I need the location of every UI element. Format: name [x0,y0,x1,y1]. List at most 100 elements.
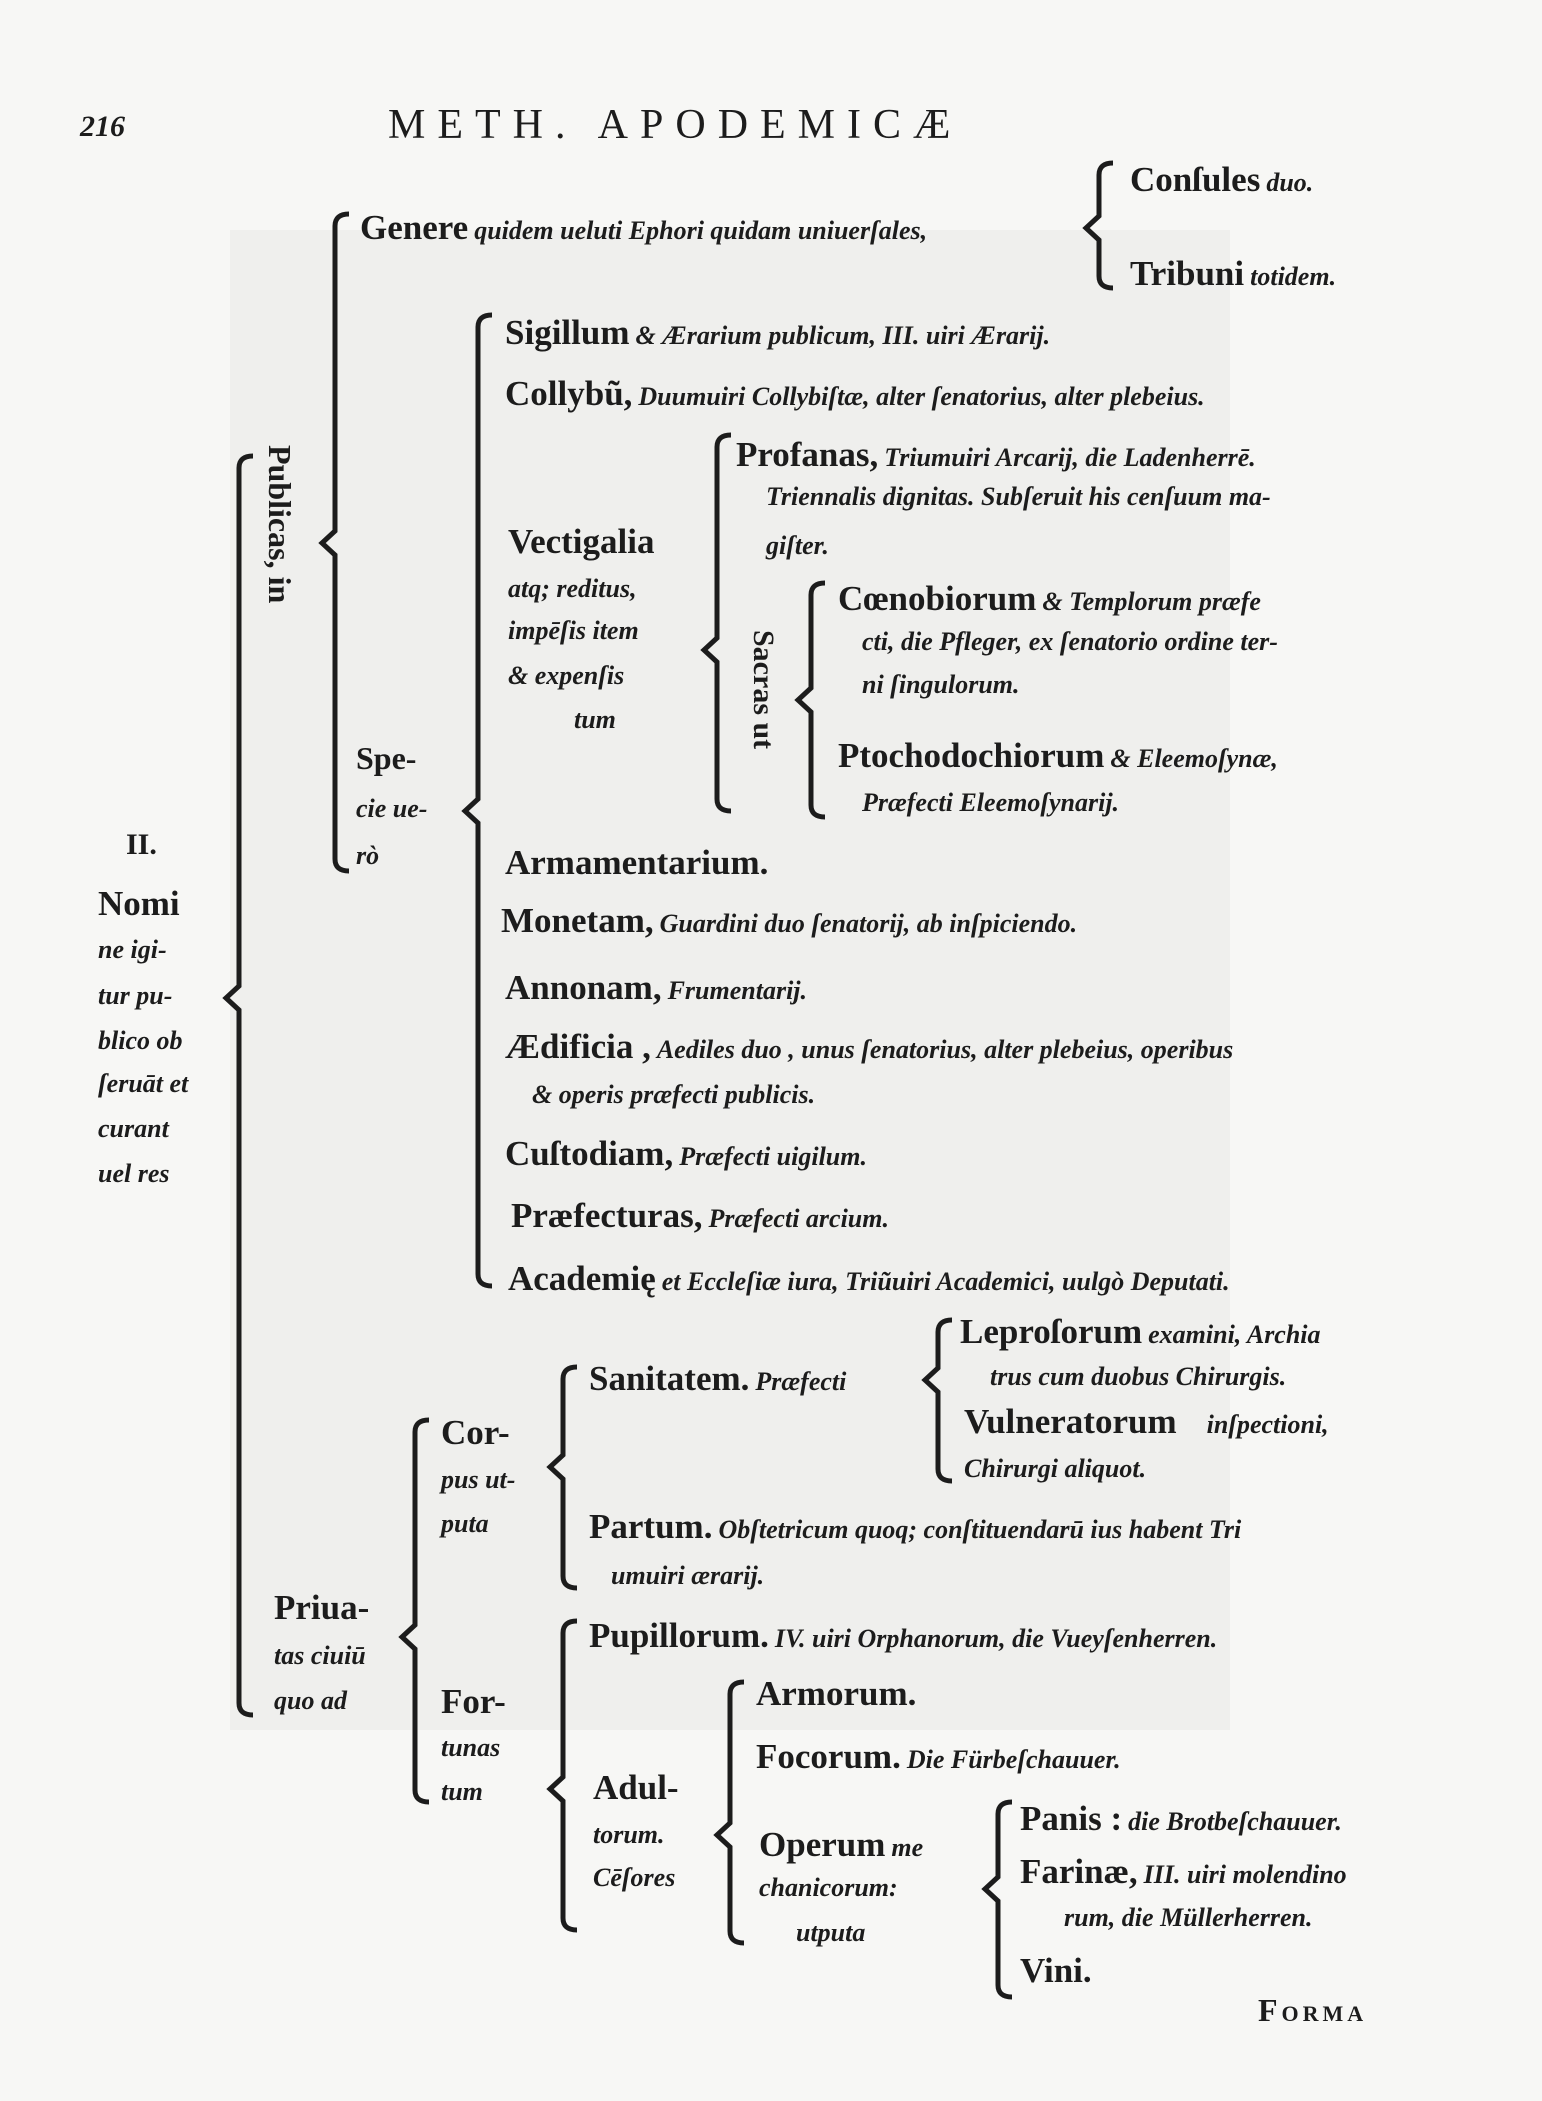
pupillorum-entry: Pupillorum.IV. uiri Orphanorum, die Vuey… [589,1618,1217,1653]
priuatas-label-3: quo ad [274,1686,347,1715]
nomine-label-6: curant [98,1114,169,1143]
tribuni-main: Tribuni [1130,254,1245,293]
profanas-main: Profanas, [736,435,879,474]
sigillum-entry: Sigillum& Ærarium publicum, III. uiri Ær… [505,315,1050,350]
praefecturas-gloss: Præfecti arcium. [708,1204,889,1233]
praefecturas-main: Præfecturas, [511,1196,703,1235]
brace-operum [981,1799,1013,2000]
annonam-entry: Annonam,Frumentarij. [505,970,807,1005]
catchword: Forma [1258,1992,1368,2028]
specie-label-1: Spe- [356,740,417,776]
corpus-label-2: pus ut- [441,1465,516,1494]
panis-main: Panis : [1020,1799,1123,1838]
priuatas-label-2: tas ciuiū [274,1641,366,1670]
profanas-gloss: Triumuiri Arcarij, die Ladenherrē. [884,443,1256,472]
nomine-label-4: blico ob [98,1026,183,1055]
vectigalia-line: atq; reditus, [508,574,637,603]
ptochodochiorum-line: Præfecti Eleemoſynarij. [862,788,1120,817]
armamentarium-entry: Armamentarium. [505,843,769,882]
profanas-entry: Profanas,Triumuiri Arcarij, die Ladenher… [736,437,1256,472]
aedificia-gloss: Aediles duo , unus ſenatorius, alter ple… [656,1035,1234,1064]
operum-line: chanicorum: [759,1873,898,1902]
farinae-line: rum, die Müllerherren. [1064,1903,1313,1932]
custodiam-main: Cuſtodiam, [505,1134,674,1173]
farinae-gloss: III. uiri molendino [1143,1860,1347,1889]
farinae-entry: Farinæ,III. uiri molendino [1020,1854,1347,1889]
pupillorum-gloss: IV. uiri Orphanorum, die Vueyſenherren. [774,1624,1218,1653]
nomine-label-1: Nomi [98,884,180,923]
vectigalia-main: Vectigalia [508,522,655,561]
profanas-line: Triennalis dignitas. Subſeruit his cenſu… [766,482,1271,511]
partum-line: umuiri ærarij. [611,1561,765,1590]
nomine-label-0: II. [126,828,157,861]
monetam-entry: Monetam,Guardini duo ſenatorij, ab inſpi… [501,903,1077,938]
annonam-main: Annonam, [505,968,662,1007]
focorum-entry: Focorum.Die Fürbeſchauuer. [756,1739,1121,1774]
genere-gloss: quidem ueluti Ephori quidam uniuerſales, [474,216,928,245]
nomine-label-2: ne igi- [98,935,167,964]
coenobiorum-line: cti, die Pfleger, ex ſenatorio ordine te… [862,627,1278,656]
custodiam-gloss: Præfecti uigilum. [679,1142,867,1171]
leprosorum-gloss: examini, Archia [1148,1320,1321,1349]
sigillum-main: Sigillum [505,313,630,352]
collybu-gloss: Duumuiri Collybiſtæ, alter ſenatorius, a… [638,382,1205,411]
aedificia-main: Ædificia , [505,1027,651,1066]
page-number: 216 [80,110,125,143]
collybu-main: Collybũ, [505,374,633,413]
praefecturas-entry: Præfecturas,Præfecti arcium. [511,1198,889,1233]
consules-gloss: duo. [1266,168,1314,197]
focorum-gloss: Die Fürbeſchauuer. [906,1745,1121,1774]
aedificia-line: & operis præfecti publicis. [532,1080,816,1109]
corpus-label-3: puta [441,1509,489,1538]
operum-gloss: me [891,1833,924,1862]
leprosorum-line: trus cum duobus Chirurgis. [990,1362,1287,1391]
adultorum-label-1: Adul- [593,1768,679,1807]
sigillum-gloss: & Ærarium publicum, III. uiri Ærarij. [635,321,1051,350]
consules-main: Conſules [1130,160,1261,199]
nomine-label-7: uel res [98,1159,170,1188]
coenobiorum-gloss: & Templorum præfe [1042,587,1261,616]
publicas-label: Publicas, in [262,445,298,604]
academiae-main: Academię [508,1259,656,1298]
academiae-gloss: et Eccleſiæ iura, Triũuiri Academici, uu… [661,1267,1230,1296]
sanitatem-entry: Sanitatem.Præfecti [589,1361,846,1396]
leprosorum-main: Leproſorum [960,1312,1143,1351]
sacras-label: Sacras ut [747,630,780,750]
sanitatem-main: Sanitatem. [589,1359,750,1398]
ptochodochiorum-main: Ptochodochiorum [838,736,1105,775]
partum-entry: Partum.Obſtetricum quoq; conſtituendarū … [589,1509,1241,1544]
fortunas-label-2: tunas [441,1733,501,1762]
coenobiorum-main: Cœnobiorum [838,579,1037,618]
coenobiorum-line: ni ſingulorum. [862,670,1020,699]
farinae-main: Farinæ, [1020,1852,1138,1891]
pupillorum-main: Pupillorum. [589,1616,769,1655]
monetam-gloss: Guardini duo ſenatorij, ab inſpiciendo. [659,909,1078,938]
operum-main: Operum [759,1825,886,1864]
vectigalia-line: impēſis item [508,616,639,645]
nomine-label-5: ſeruāt et [98,1069,189,1098]
nomine-label-3: tur pu- [98,981,173,1010]
panis-entry: Panis :die Brotbeſchauuer. [1020,1801,1342,1836]
operum-line: utputa [796,1918,866,1947]
vectigalia-line: & expenſis [508,661,625,690]
monetam-main: Monetam, [501,901,654,940]
specie-label-3: rò [356,841,380,870]
coenobiorum-entry: Cœnobiorum& Templorum præfe [838,581,1261,616]
fortunas-label-3: tum [441,1777,483,1806]
partum-main: Partum. [589,1507,713,1546]
vulneratorum-line: Chirurgi aliquot. [964,1454,1147,1483]
armorum-entry: Armorum. [756,1674,917,1713]
vulneratorum-gloss: inſpectioni, [1206,1410,1329,1439]
custodiam-entry: Cuſtodiam,Præfecti uigilum. [505,1136,867,1171]
fortunas-label-1: For- [441,1682,506,1721]
annonam-gloss: Frumentarij. [667,976,808,1005]
aedificia-entry: Ædificia ,Aediles duo , unus ſenatorius,… [505,1029,1233,1064]
vectigalia-line: tum [574,705,616,734]
running-title: METH. APODEMICÆ [388,102,963,148]
vini-entry: Vini. [1020,1951,1092,1990]
